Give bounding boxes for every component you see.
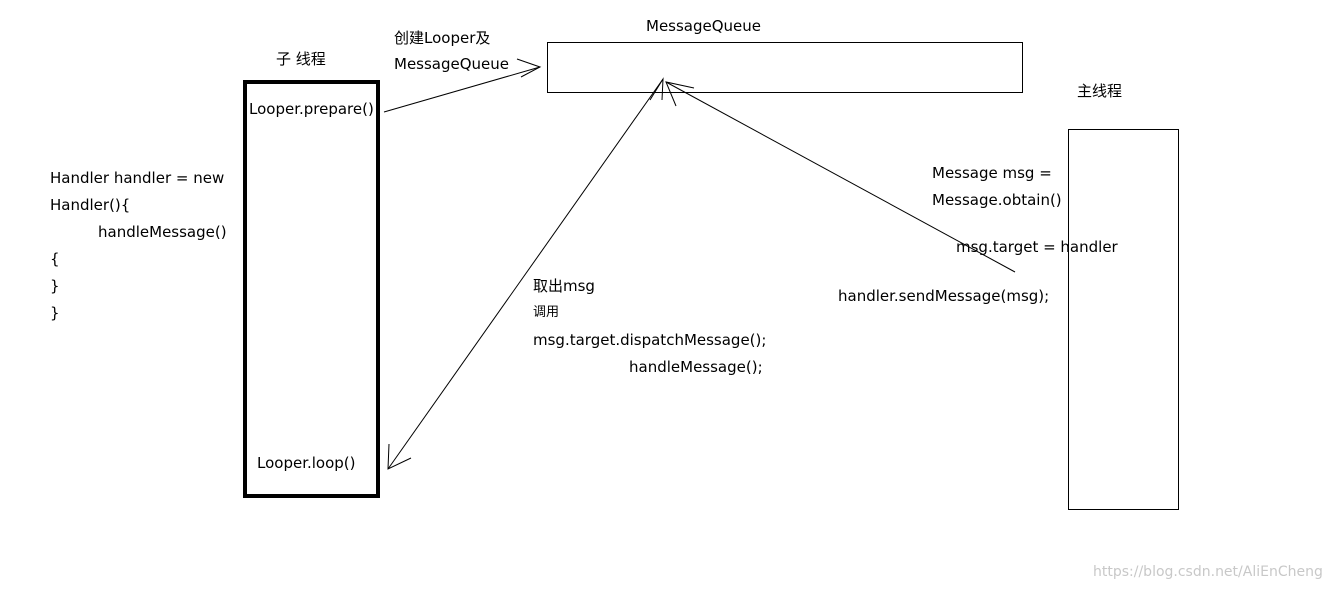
handler-code-line: } xyxy=(50,277,60,295)
loop-end-arrowhead xyxy=(387,443,412,470)
prepare-to-queue-arrow xyxy=(383,66,541,113)
handler-code-line: { xyxy=(50,250,60,268)
message-code-line: handler.sendMessage(msg); xyxy=(838,287,1050,305)
child-thread-title: 子 线程 xyxy=(276,50,326,68)
message-queue-title: MessageQueue xyxy=(646,17,762,35)
queue-end-arrowhead xyxy=(649,77,664,101)
queue-loop-arrow xyxy=(387,78,664,470)
main-thread-title: 主线程 xyxy=(1077,82,1123,100)
dispatch-text-line: 调用 xyxy=(533,305,560,320)
child-thread-box xyxy=(243,80,380,498)
send-to-queue-arrow xyxy=(665,81,1016,273)
watermark: https://blog.csdn.net/AliEnCheng xyxy=(1093,564,1323,580)
message-code-line: Message.obtain() xyxy=(932,191,1062,209)
looper-prepare-label: Looper.prepare() xyxy=(249,100,374,118)
create-looper-label: 创建Looper及 xyxy=(394,29,491,47)
create-queue-label: MessageQueue xyxy=(394,55,510,73)
handler-code-line: Handler(){ xyxy=(50,196,131,214)
handler-code-line: handleMessage() xyxy=(98,223,227,241)
looper-loop-label: Looper.loop() xyxy=(257,454,356,472)
prepare-arrowhead xyxy=(516,58,542,78)
dispatch-text-line: 取出msg xyxy=(533,277,595,295)
message-code-line: Message msg = xyxy=(932,164,1052,182)
dispatch-text-line: msg.target.dispatchMessage(); xyxy=(533,331,767,349)
handler-code-line: Handler handler = new xyxy=(50,169,225,187)
message-queue-box xyxy=(547,42,1023,93)
message-code-line: msg.target = handler xyxy=(956,238,1118,256)
send-arrowhead xyxy=(665,81,695,107)
main-thread-box xyxy=(1068,129,1179,510)
dispatch-text-line: handleMessage(); xyxy=(629,358,763,376)
handler-code-line: } xyxy=(50,304,60,322)
